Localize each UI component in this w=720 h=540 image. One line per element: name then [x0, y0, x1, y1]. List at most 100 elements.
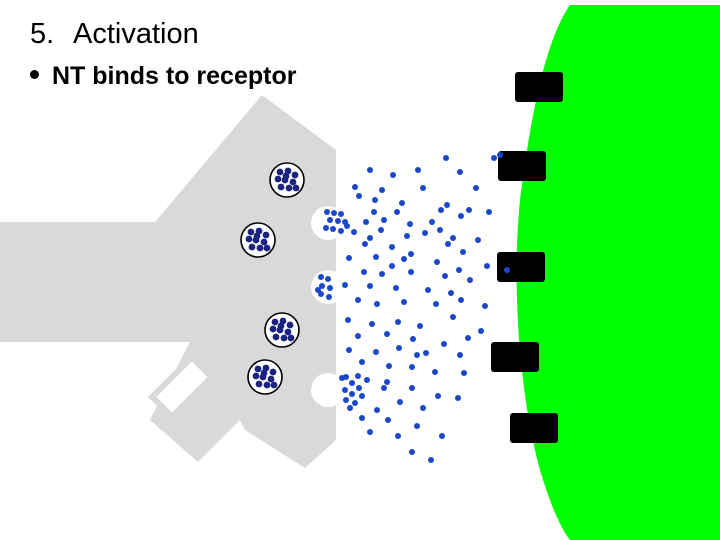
receptor: [510, 413, 558, 443]
nt-molecule: [460, 249, 466, 255]
nt-molecule: [355, 373, 361, 379]
nt-molecule: [286, 321, 294, 329]
nt-molecule: [369, 321, 375, 327]
nt-molecule: [417, 323, 423, 329]
nt-molecule: [504, 267, 510, 273]
bullet-text: NT binds to receptor: [52, 61, 297, 90]
nt-molecule: [274, 175, 282, 183]
nt-molecule: [349, 380, 355, 386]
nt-molecule: [364, 377, 370, 383]
nt-molecule: [345, 317, 351, 323]
nt-molecule: [356, 193, 362, 199]
nt-molecule: [415, 167, 421, 173]
nt-molecule: [397, 399, 403, 405]
nt-molecule: [318, 274, 324, 280]
nt-molecule: [434, 259, 440, 265]
nt-molecule: [484, 263, 490, 269]
nt-molecule: [346, 347, 352, 353]
nt-molecule: [373, 254, 379, 260]
nt-molecule: [457, 169, 463, 175]
nt-molecule: [339, 375, 345, 381]
nt-molecule: [343, 397, 349, 403]
nt-molecule: [270, 381, 278, 389]
nt-molecule: [269, 368, 277, 376]
nt-molecule: [324, 209, 330, 215]
nt-molecule: [448, 290, 454, 296]
nt-molecule: [475, 237, 481, 243]
nt-molecule: [381, 385, 387, 391]
lower-branch-box: [148, 353, 216, 421]
heading-number: 5.: [30, 18, 55, 50]
nt-molecule: [379, 271, 385, 277]
nt-molecule: [465, 335, 471, 341]
nt-molecule: [342, 282, 348, 288]
nt-molecule: [263, 381, 271, 389]
postsynaptic-cell: [516, 5, 720, 540]
nt-molecule: [356, 385, 362, 391]
nt-molecule: [445, 241, 451, 247]
nt-molecule: [326, 294, 332, 300]
nt-molecule: [420, 405, 426, 411]
nt-molecule: [450, 314, 456, 320]
nt-molecule: [367, 429, 373, 435]
nt-molecule: [455, 395, 461, 401]
nt-molecule: [254, 365, 262, 373]
nt-molecule: [409, 385, 415, 391]
nt-molecule: [401, 256, 407, 262]
nt-molecule: [374, 407, 380, 413]
nt-molecule: [456, 267, 462, 273]
nt-molecule: [458, 213, 464, 219]
nt-molecule: [410, 336, 416, 342]
nt-molecule: [351, 229, 357, 235]
nt-molecule: [420, 185, 426, 191]
nt-molecule: [373, 349, 379, 355]
nt-molecule: [362, 241, 368, 247]
nt-molecule: [433, 301, 439, 307]
nt-molecule: [491, 155, 497, 161]
nt-molecule: [352, 184, 358, 190]
nt-molecule: [458, 297, 464, 303]
nt-molecule: [374, 301, 380, 307]
nt-molecule: [473, 185, 479, 191]
nt-molecule: [442, 273, 448, 279]
nt-molecule: [461, 370, 467, 376]
nt-molecule: [467, 277, 473, 283]
nt-molecule: [437, 227, 443, 233]
slide-heading: 5.Activation: [30, 18, 199, 51]
nt-molecule: [335, 218, 341, 224]
vesicles: [240, 162, 305, 395]
release-pockets: [311, 206, 365, 407]
nt-molecule: [396, 345, 402, 351]
nt-molecule: [262, 231, 270, 239]
vesicle: [264, 312, 300, 348]
nt-molecule: [409, 449, 415, 455]
nt-molecule: [389, 263, 395, 269]
nt-molecule: [399, 200, 405, 206]
receptor: [498, 151, 546, 181]
nt-molecule: [466, 207, 472, 213]
nt-molecule: [352, 400, 358, 406]
nt-molecule: [444, 202, 450, 208]
nt-molecule: [367, 235, 373, 241]
nt-molecule: [361, 269, 367, 275]
nt-molecule: [338, 228, 344, 234]
nt-molecule: [285, 184, 293, 192]
nt-molecule: [482, 303, 488, 309]
nt-molecule: [428, 457, 434, 463]
nt-molecule: [277, 322, 285, 330]
neurotransmitter-cloud: [339, 152, 510, 463]
nt-molecule: [284, 328, 292, 336]
nt-molecule: [384, 331, 390, 337]
nt-molecule: [269, 325, 277, 333]
nt-molecule: [331, 210, 337, 216]
receptor: [497, 252, 545, 282]
nt-molecule: [441, 341, 447, 347]
receptor: [491, 342, 539, 372]
nt-molecule: [497, 152, 503, 158]
nt-molecule: [384, 379, 390, 385]
nt-molecule: [409, 364, 415, 370]
nt-molecule: [478, 328, 484, 334]
nt-molecule: [414, 423, 420, 429]
nt-molecule: [282, 172, 290, 180]
nt-molecule: [245, 235, 253, 243]
